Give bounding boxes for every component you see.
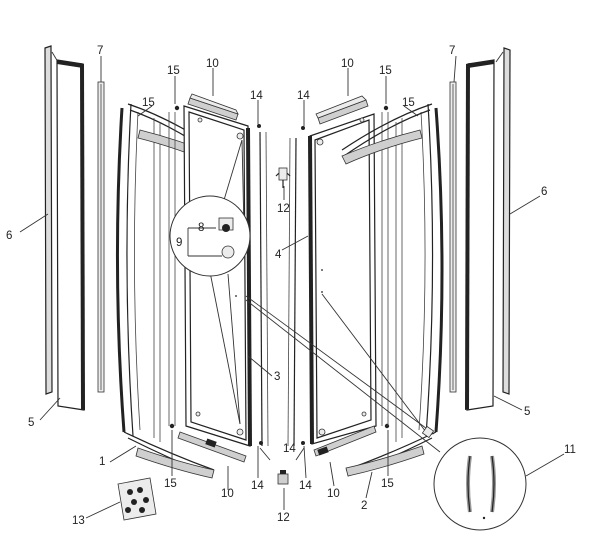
- right-bottom-guide: [313, 425, 377, 457]
- right-sliding-door: [308, 113, 377, 445]
- left-bottom-guide: [177, 431, 247, 463]
- label-14-top-right: 14: [297, 90, 310, 102]
- label-5-right: 5: [524, 406, 530, 418]
- right-seal-strip: [287, 126, 305, 447]
- label-10-bottom-right: 10: [327, 488, 340, 500]
- detail-callout-hinge: [169, 139, 251, 425]
- label-15-right-frame: 15: [402, 97, 415, 109]
- label-15-top-left: 15: [167, 65, 180, 77]
- label-6-left: 6: [6, 230, 12, 242]
- label-10-top-right: 10: [341, 58, 354, 70]
- label-11: 11: [564, 444, 576, 456]
- left-rollers: [168, 105, 180, 429]
- detail-callout-handles: [245, 293, 527, 531]
- label-12-bottom: 12: [277, 512, 290, 524]
- part-labels: 6 5 7 15 15 10 14 8 9 3 1 15 10 14 12 4 …: [6, 45, 576, 527]
- label-15-bottom-left: 15: [164, 478, 177, 490]
- top-connector: [275, 167, 291, 188]
- label-7-left: 7: [97, 45, 103, 57]
- label-15-left-frame: 15: [142, 97, 155, 109]
- label-6-right: 6: [541, 186, 547, 198]
- label-10-bottom-left: 10: [221, 488, 234, 500]
- label-14-bottom-left: 14: [251, 480, 264, 492]
- label-8: 8: [198, 222, 204, 234]
- label-5-left: 5: [28, 417, 34, 429]
- left-top-handle: [187, 93, 239, 121]
- right-curved-frame: [341, 103, 444, 477]
- label-1: 1: [99, 456, 105, 468]
- label-14-top-left: 14: [250, 90, 263, 102]
- label-7-right: 7: [449, 45, 455, 57]
- label-13: 13: [72, 515, 85, 527]
- bottom-connector: [277, 470, 289, 485]
- right-side-panel: [465, 47, 511, 411]
- label-10-top-left: 10: [206, 58, 219, 70]
- label-9: 9: [176, 237, 182, 249]
- right-top-handle: [315, 95, 369, 125]
- left-wall-profile: [97, 81, 105, 393]
- label-2: 2: [361, 500, 367, 512]
- label-12-top: 12: [277, 203, 290, 215]
- label-15-bottom-right: 15: [381, 478, 394, 490]
- left-sliding-door: [183, 105, 252, 447]
- label-4: 4: [275, 249, 282, 261]
- right-bottom-curved-rail: [345, 445, 425, 477]
- right-wall-profile: [449, 81, 457, 393]
- label-14-bottom-right: 14: [299, 480, 312, 492]
- label-15-top-right: 15: [379, 65, 392, 77]
- leader-lines: [19, 55, 565, 519]
- right-top-curved-rail: [341, 129, 423, 165]
- right-rollers: [381, 105, 390, 429]
- left-side-panel: [44, 45, 85, 411]
- left-seal-strip: [257, 124, 269, 447]
- screw-bag: [117, 477, 157, 521]
- label-3: 3: [274, 371, 280, 383]
- left-bottom-curved-rail: [135, 447, 215, 479]
- label-14-bottom-center: 14: [283, 443, 296, 455]
